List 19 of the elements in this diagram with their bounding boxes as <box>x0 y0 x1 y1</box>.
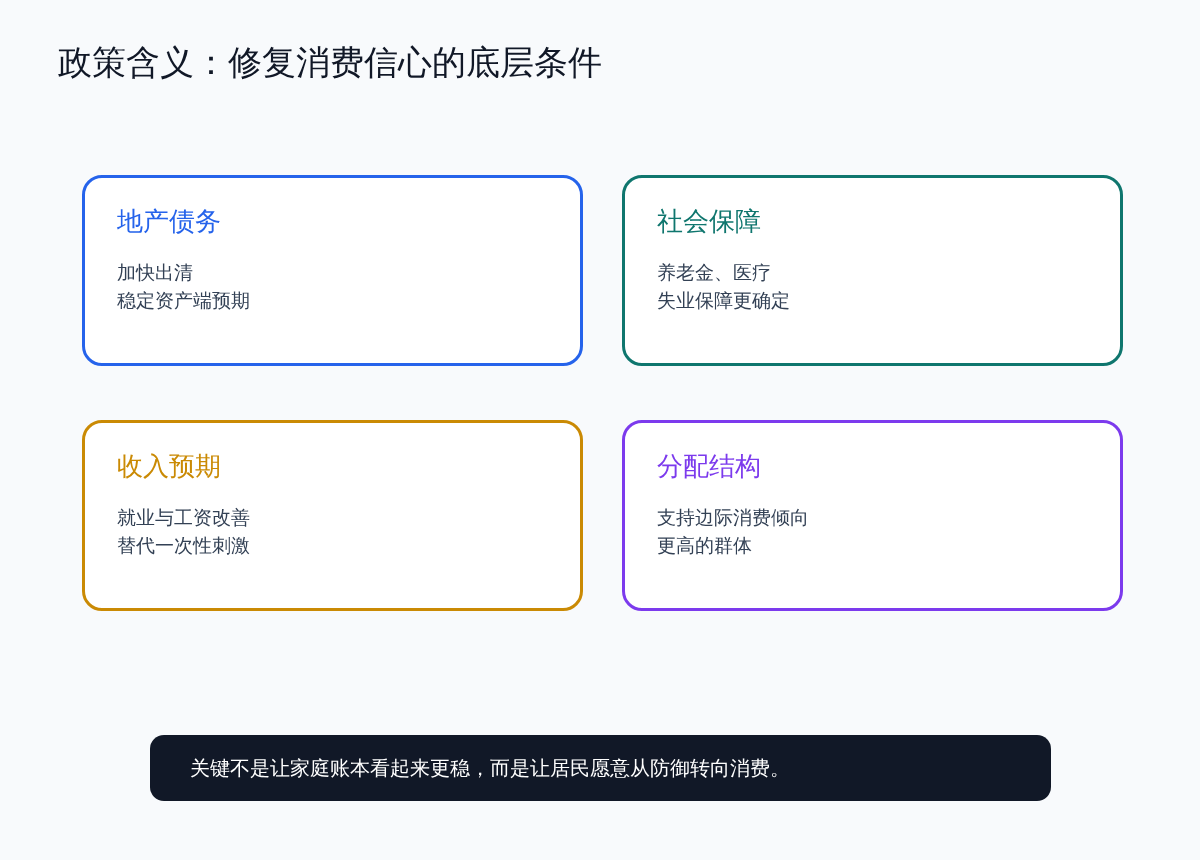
card-heading: 社会保障 <box>657 205 762 238</box>
category-card <box>622 175 1123 366</box>
category-card <box>82 175 583 366</box>
card-text: 加快出清 <box>117 260 194 285</box>
page-title: 政策含义：修复消费信心的底层条件 <box>58 41 602 84</box>
card-text: 失业保障更确定 <box>657 288 791 313</box>
card-text: 替代一次性刺激 <box>117 533 251 558</box>
card-text: 支持边际消费倾向 <box>657 505 810 530</box>
card-heading: 分配结构 <box>657 450 762 483</box>
card-heading: 收入预期 <box>117 450 222 483</box>
card-heading: 地产债务 <box>117 205 222 238</box>
card-text: 更高的群体 <box>657 533 753 558</box>
card-text: 稳定资产端预期 <box>117 288 251 313</box>
card-text: 养老金、医疗 <box>657 260 772 285</box>
category-card <box>622 420 1123 611</box>
category-card <box>82 420 583 611</box>
card-text: 就业与工资改善 <box>117 505 251 530</box>
summary-banner <box>150 735 1051 801</box>
banner-text: 关键不是让家庭账本看起来更稳，而是让居民愿意从防御转向消费。 <box>190 755 790 782</box>
